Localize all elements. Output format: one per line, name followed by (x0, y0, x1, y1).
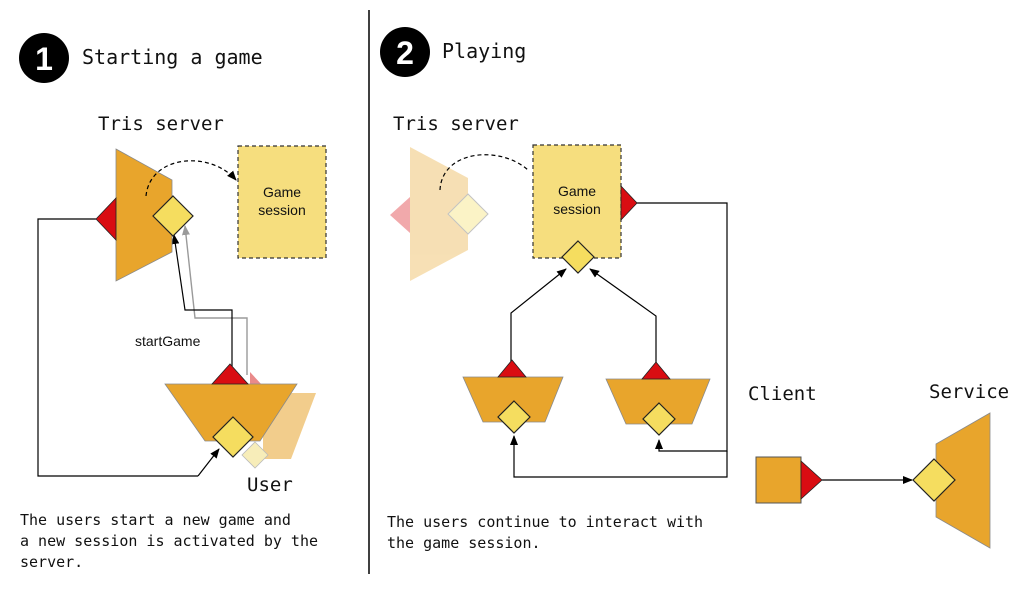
right-user-to-session-arrow (589, 268, 657, 365)
legend: Client Service (748, 381, 1009, 549)
user-connection-line (37, 218, 198, 477)
user-connection-arrow (197, 448, 220, 477)
step-2-title: Playing (442, 39, 526, 63)
game-session-box (237, 145, 327, 259)
server-provided-port (152, 195, 194, 237)
right-user-component (605, 378, 711, 425)
faded-tris-server (390, 147, 489, 281)
right-user-provided-port (642, 402, 676, 436)
client-component (755, 456, 802, 504)
start-game-label: startGame (135, 333, 201, 349)
left-user-required-port (497, 359, 527, 378)
left-user-provided-port (497, 400, 531, 434)
client-label: Client (748, 383, 817, 405)
faded-server-provided-port (447, 193, 489, 235)
step-1-title: Starting a game (82, 45, 263, 69)
service-label: Service (929, 381, 1009, 403)
right-user-required-port (641, 361, 671, 380)
start-game-arrow (171, 234, 233, 375)
faded-server-required-port (390, 197, 410, 233)
panel-playing: 2 Playing Tris server Game session The u… (380, 27, 728, 552)
step-1-caption-line1: The users start a new game and (20, 511, 291, 529)
game-session-label-line2: session (258, 202, 305, 218)
server-required-port (95, 197, 117, 241)
game-session-2-label-line2: session (553, 201, 600, 217)
user-component (164, 383, 298, 442)
step-2-badge (380, 27, 430, 77)
step-1-caption-line2: a new session is activated by the (20, 532, 318, 550)
step-1-number: 1 (35, 41, 53, 77)
step-2-number: 2 (396, 35, 414, 71)
tris-server-label: Tris server (98, 113, 224, 135)
game-session-box-2 (532, 144, 622, 259)
tris-server-label-2: Tris server (393, 113, 519, 135)
session-creation-arc-2 (439, 154, 529, 191)
step-2-caption-line1: The users continue to interact with (387, 513, 703, 531)
panel-starting-a-game: 1 Starting a game Tris server Game sessi… (19, 33, 327, 571)
second-user-provided-port (241, 441, 269, 469)
faded-server-component (410, 147, 468, 281)
session-to-left-user-line (510, 435, 728, 478)
user-required-port (211, 363, 249, 385)
game-session-label-line1: Game (263, 184, 301, 200)
game-session-2-label-line1: Game (558, 183, 596, 199)
user-provided-port (212, 416, 254, 458)
left-user-to-session-arrow (510, 268, 567, 365)
step-2-caption-line2: the game session. (387, 534, 541, 552)
user-label: User (247, 474, 293, 496)
step-1-caption-line3: server. (20, 553, 83, 571)
client-required-port (800, 460, 823, 500)
left-user-component (462, 376, 564, 423)
session-required-port (620, 184, 638, 222)
session-creation-arc (145, 160, 237, 197)
session-provided-port (561, 240, 595, 274)
second-user-required-port (250, 372, 262, 385)
second-user-start-arrow (181, 225, 248, 375)
service-provided-port (912, 458, 956, 502)
step-1-badge (19, 33, 69, 83)
